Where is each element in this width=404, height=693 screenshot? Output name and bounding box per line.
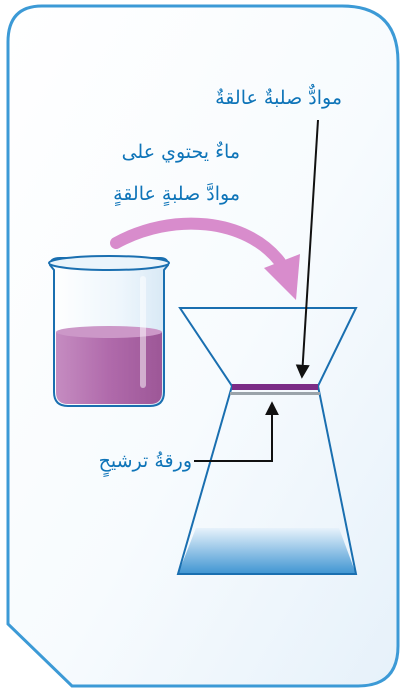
beaker-icon [48, 255, 170, 407]
beaker-liquid [56, 332, 162, 404]
card-frame [6, 4, 400, 688]
filter-paper [230, 392, 320, 395]
curved-arrow-icon [110, 217, 300, 300]
filter-paper-label: ورقةُ ترشيحٍ [98, 450, 192, 472]
water-with-solids-label-line2: موادَّ صلبةٍ عالقةٍ [113, 183, 240, 205]
solids-pointer [295, 119, 319, 379]
filtrate-liquid [178, 528, 356, 574]
filter-paper-pointer [194, 401, 279, 462]
suspended-solids-label: موادٌّ صلبةٌ عالقةٌ [215, 87, 342, 109]
filtered-solids [232, 384, 318, 390]
water-with-solids-label-line1: ماءٌ يحتوي على [121, 141, 240, 163]
filtration-funnel-icon [176, 307, 358, 575]
